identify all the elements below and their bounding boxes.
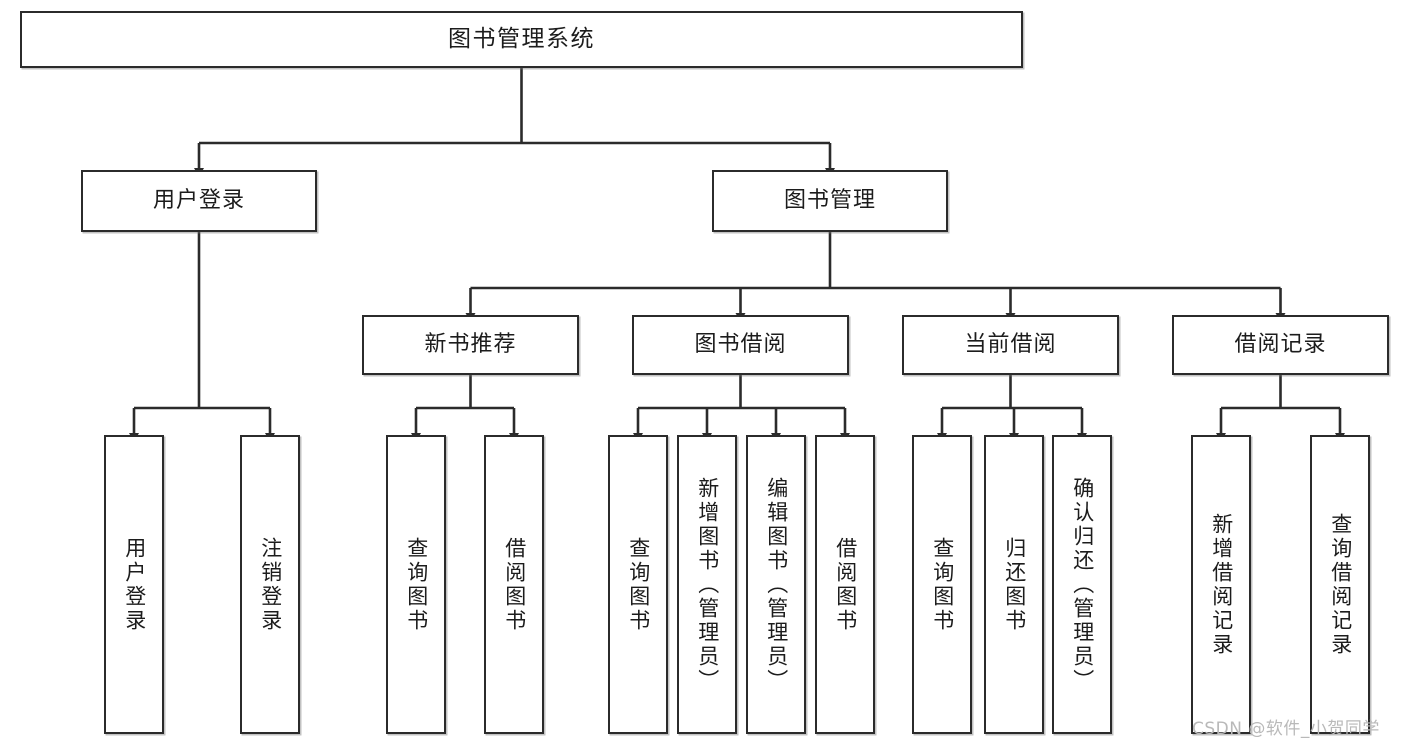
node-label: 查询图书	[930, 536, 955, 633]
csdn-watermark: CSDN @软件_小贺同学	[1192, 719, 1380, 739]
node-label: 新增借阅记录	[1209, 512, 1234, 657]
node-l-logout[interactable]: 注销登录	[240, 435, 300, 734]
node-l-conf[interactable]: 确认归还（管理员）	[1052, 435, 1112, 734]
node-label: 查询借阅记录	[1328, 512, 1353, 657]
node-label: 查询图书	[626, 536, 651, 633]
node-l-login[interactable]: 用户登录	[104, 435, 164, 734]
node-label: 借阅图书	[502, 536, 527, 633]
node-label: 当前借阅	[964, 332, 1057, 358]
node-label: 图书借阅	[694, 332, 787, 358]
node-label: 查询图书	[404, 536, 429, 633]
node-label: 编辑图书（管理员）	[764, 476, 789, 693]
node-label: 借阅图书	[833, 536, 858, 633]
node-l-qlog[interactable]: 查询借阅记录	[1310, 435, 1370, 734]
node-label: 新增图书（管理员）	[695, 476, 720, 693]
node-label: 借阅记录	[1234, 332, 1327, 358]
node-label: 确认归还（管理员）	[1070, 476, 1095, 693]
node-label: 新书推荐	[424, 332, 517, 358]
node-label: 用户登录	[152, 188, 245, 214]
node-l-ret[interactable]: 归还图书	[984, 435, 1044, 734]
node-login[interactable]: 用户登录	[81, 170, 317, 232]
node-l-q1[interactable]: 查询图书	[386, 435, 446, 734]
node-l-q2[interactable]: 查询图书	[608, 435, 668, 734]
node-label: 图书管理系统	[448, 25, 595, 52]
node-label: 注销登录	[258, 536, 283, 633]
node-history[interactable]: 借阅记录	[1172, 315, 1389, 375]
node-l-add[interactable]: 新增图书（管理员）	[677, 435, 737, 734]
node-l-edit[interactable]: 编辑图书（管理员）	[746, 435, 806, 734]
node-bookmgmt[interactable]: 图书管理	[712, 170, 948, 232]
node-l-newlog[interactable]: 新增借阅记录	[1191, 435, 1251, 734]
node-newrec[interactable]: 新书推荐	[362, 315, 579, 375]
node-label: 图书管理	[783, 188, 876, 214]
node-label: 用户登录	[122, 536, 147, 633]
node-l-b2[interactable]: 借阅图书	[815, 435, 875, 734]
node-label: 归还图书	[1002, 536, 1027, 633]
node-root[interactable]: 图书管理系统	[20, 11, 1023, 68]
node-borrow[interactable]: 图书借阅	[632, 315, 849, 375]
node-l-b1[interactable]: 借阅图书	[484, 435, 544, 734]
node-l-q3[interactable]: 查询图书	[912, 435, 972, 734]
node-current[interactable]: 当前借阅	[902, 315, 1119, 375]
